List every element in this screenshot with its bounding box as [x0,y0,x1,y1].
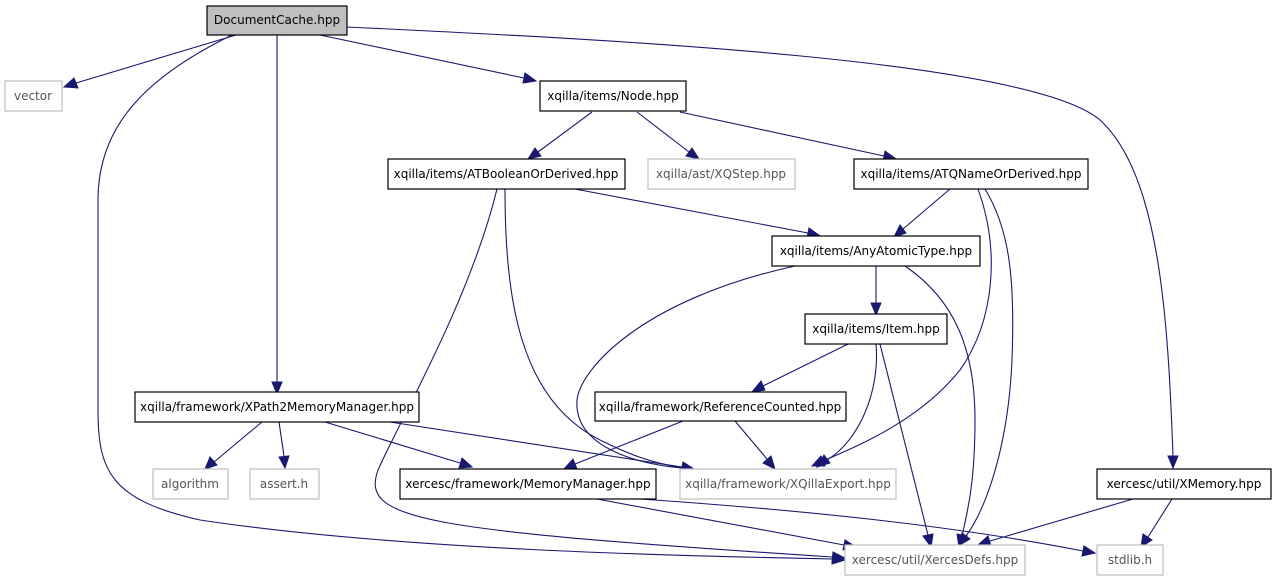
edge-atboolean-anyatomic [574,188,822,239]
edge-documentcache-xmemory [346,26,1179,470]
edges [62,26,1179,565]
edge-item-xercesdefs [879,343,934,549]
node-xpath2memorymanager[interactable]: xqilla/framework/XPath2MemoryManager.hpp [134,391,420,423]
node-label: xqilla/items/ATQNameOrDerived.hpp [860,167,1081,181]
node-label: xqilla/items/AnyAtomicType.hpp [780,244,972,258]
node-xqillaexport[interactable]: xqilla/framework/XQillaExport.hpp [679,468,897,500]
edge-xpath2mm-memmgr [324,421,474,469]
node-label: xercesc/framework/MemoryManager.hpp [405,477,650,491]
node-memorymanager[interactable]: xercesc/framework/MemoryManager.hpp [399,468,657,500]
node-algorithm[interactable]: algorithm [152,468,229,500]
edge-xpath2mm-asserth [278,421,290,470]
node-item[interactable]: xqilla/items/Item.hpp [804,313,948,345]
node-label: xqilla/framework/XPath2MemoryManager.hpp [140,400,414,414]
edge-item-refcounted [750,343,849,393]
edge-node-atboolean [526,111,593,160]
edge-node-atqname [679,111,898,162]
node-atboolean[interactable]: xqilla/items/ATBooleanOrDerived.hpp [387,158,626,190]
node-label: xercesc/util/XercesDefs.hpp [852,553,1018,567]
node-stdlib-h[interactable]: stdlib.h [1096,544,1164,576]
node-xmemory[interactable]: xercesc/util/XMemory.hpp [1096,468,1272,500]
node-xqilla-items-node[interactable]: xqilla/items/Node.hpp [539,80,687,112]
edge-anyatomic-xqillaexport [576,265,796,474]
node-label: xqilla/items/Item.hpp [812,322,940,336]
node-xqstep[interactable]: xqilla/ast/XQStep.hpp [647,158,796,190]
edge-documentcache-node [319,34,538,84]
edge-memmgr-stdlib [639,498,1097,557]
edge-documentcache-vector [62,34,237,89]
node-documentcache[interactable]: DocumentCache.hpp [206,5,348,36]
node-referencecounted[interactable]: xqilla/framework/ReferenceCounted.hpp [594,391,847,422]
edge-item-xqillaexport [815,343,878,468]
edge-node-xqstep [636,111,701,160]
edge-xpath2mm-algorithm [204,421,263,470]
nodes: DocumentCache.hpp vector xqilla/items/No… [4,5,1272,576]
edge-anyatomic-item [870,266,882,317]
node-atqname[interactable]: xqilla/items/ATQNameOrDerived.hpp [853,158,1089,190]
edge-xpath2mm-xqillaexport [389,421,696,473]
node-label: xqilla/items/ATBooleanOrDerived.hpp [394,167,619,181]
edge-documentcache-xpath2mm [271,35,283,396]
node-anyatomic[interactable]: xqilla/items/AnyAtomicType.hpp [771,235,981,267]
node-label: stdlib.h [1108,553,1152,567]
edge-refcounted-xqillaexport [734,420,776,470]
edge-atqname-anyatomic [893,188,951,238]
node-label: xqilla/framework/ReferenceCounted.hpp [599,400,842,414]
edge-memmgr-xercesdefs [596,498,858,551]
edge-xmemory-xercesdefs [976,498,1134,547]
node-vector[interactable]: vector [4,80,63,112]
edge-atboolean-xqillaexport [504,188,696,474]
node-label: DocumentCache.hpp [214,13,340,27]
node-label: xqilla/framework/XQillaExport.hpp [685,477,891,491]
edge-anyatomic-xercesdefs [904,265,976,549]
edge-refcounted-memmgr [562,420,684,470]
node-label: assert.h [260,477,308,491]
edge-xmemory-stdlib [1140,498,1173,549]
node-label: xqilla/ast/XQStep.hpp [656,167,786,181]
node-label: xercesc/util/XMemory.hpp [1107,477,1262,491]
node-xercesdefs[interactable]: xercesc/util/XercesDefs.hpp [844,544,1026,576]
node-label: algorithm [161,477,219,491]
node-assert-h[interactable]: assert.h [249,468,320,500]
node-label: vector [14,89,52,103]
node-label: xqilla/items/Node.hpp [547,89,679,103]
edge-atboolean-xercesdefs [374,188,847,563]
